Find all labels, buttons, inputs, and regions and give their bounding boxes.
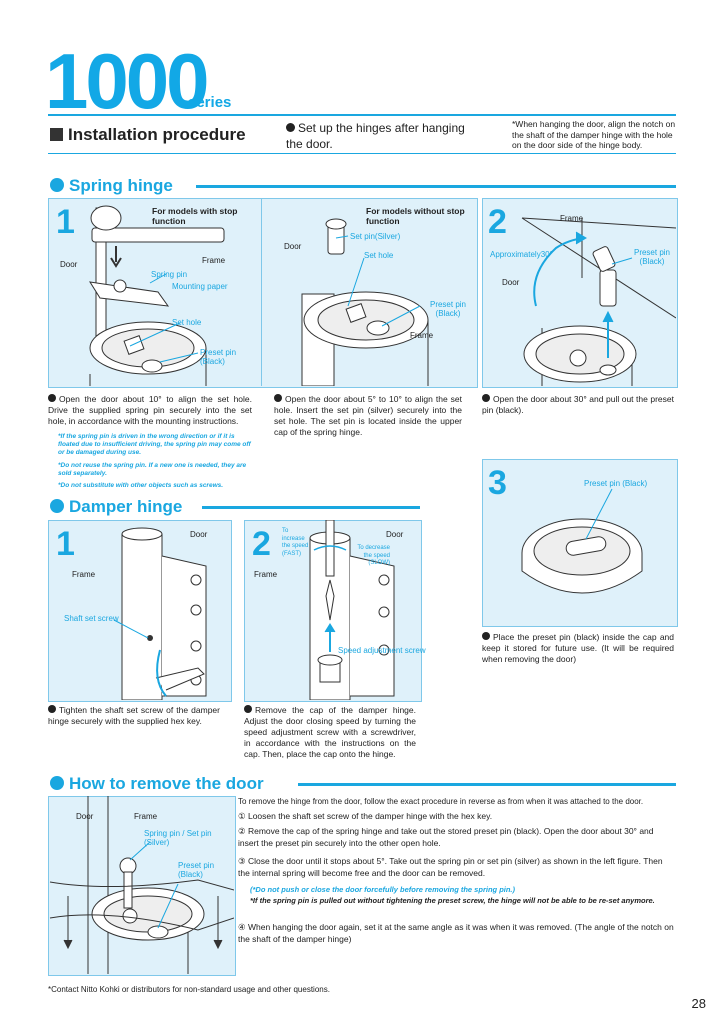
door-label: Door	[284, 242, 302, 251]
cap-illustration	[521, 488, 643, 594]
frame-label: Frame	[202, 256, 226, 265]
spring-step1b-text: Open the door about 5° to 10° to align t…	[274, 394, 462, 437]
preset-pin-label: Preset pin (Black)	[584, 479, 648, 488]
decrease-speed-label: To decrease the speed (SLOW)	[357, 545, 390, 566]
spring-note-2: *Do not reuse the spring pin. If a new o…	[58, 462, 247, 477]
bullet-icon	[48, 705, 56, 713]
increase-speed-label: To increase the speed (FAST)	[282, 528, 309, 557]
bullet-icon	[482, 394, 490, 402]
damper-step1-text: Tighten the shaft set screw of the dampe…	[48, 705, 220, 726]
preset-pin-label: Preset pin (Black)	[633, 248, 671, 266]
door-open-illustration	[521, 217, 676, 386]
bullet-icon	[50, 499, 64, 513]
bullet-icon	[286, 123, 295, 132]
spring-pin-set-pin-label: Spring pin / Set pin (Silver)	[144, 829, 212, 847]
frame-label: Frame	[254, 570, 278, 579]
set-hole-label: Set hole	[364, 251, 394, 260]
footer-contact: *Contact Nitto Kohki or distributors for…	[48, 985, 330, 994]
preset-pin-label: Preset pin (Black)	[200, 348, 237, 366]
spring-step1-text: Open the door about 10° to align the set…	[48, 394, 252, 426]
approx-angle-label: Approximately30°	[490, 250, 553, 259]
frame-label: Frame	[560, 214, 584, 223]
spring-pin-label: Spring pin	[151, 270, 188, 279]
remove-intro: To remove the hinge from the door, follo…	[238, 797, 644, 806]
speed-screw-label: Speed adjustment screw	[338, 646, 426, 655]
model-number: 1000	[45, 37, 210, 125]
header-rule-bottom	[48, 153, 676, 154]
door-label: Door	[386, 530, 404, 539]
frame-label: Frame	[410, 331, 434, 340]
step-number: 3	[488, 464, 507, 502]
door-label: Door	[502, 278, 520, 287]
remove-step-4: ④ When hanging the door again, set it at…	[238, 922, 674, 944]
damper-step2-text: Remove the cap of the damper hinge. Adju…	[244, 705, 416, 759]
divider	[261, 198, 262, 386]
setup-note: Set up the hinges after hanging the door…	[286, 121, 465, 151]
spring-note-3: *Do not substitute with other objects su…	[58, 482, 224, 489]
frame-label: Frame	[134, 812, 158, 821]
step-number: 1	[56, 203, 75, 241]
bullet-icon	[48, 394, 56, 402]
models-with-stop-title: For models with stop function	[152, 206, 238, 226]
remove-step-2: ② Remove the cap of the spring hinge and…	[238, 826, 654, 848]
speed-adjust-illustration	[309, 520, 395, 700]
shaft-set-screw-label: Shaft set screw	[64, 614, 119, 623]
remove-door-heading: How to remove the door	[50, 774, 264, 794]
bullet-icon	[50, 776, 64, 790]
section-line	[196, 185, 676, 188]
spring-step2-text: Open the door about 30° and pull out the…	[482, 394, 674, 415]
section-title: Installation procedure	[50, 125, 246, 145]
spring-step3-text: Place the preset pin (black) inside the …	[482, 632, 674, 664]
page-number: 28	[691, 996, 706, 1011]
remove-warning-2: *If the spring pin is pulled out without…	[250, 896, 655, 905]
section-line	[298, 783, 676, 786]
step-number: 2	[252, 525, 271, 563]
door-label: Door	[60, 260, 78, 269]
door-label: Door	[190, 530, 208, 539]
bullet-icon	[50, 178, 64, 192]
step-number: 1	[56, 525, 75, 563]
bullet-icon	[274, 394, 282, 402]
mounting-paper-label: Mounting paper	[172, 282, 228, 291]
square-icon	[50, 128, 63, 141]
models-without-stop-title: For models without stop function	[366, 206, 465, 226]
top-note: *When hanging the door, align the notch …	[512, 119, 676, 150]
spring-hinge-heading: Spring hinge	[50, 176, 173, 196]
damper-hinge-illustration	[113, 527, 207, 700]
remove-step-1: ① Loosen the shaft set screw of the damp…	[238, 811, 493, 821]
set-pin-label: Set pin(Silver)	[350, 232, 401, 241]
spring-note-1: *If the spring pin is driven in the wron…	[58, 433, 251, 456]
remove-door-illustration	[49, 796, 234, 974]
preset-pin-label: Preset pin (Black)	[178, 861, 215, 879]
bullet-icon	[482, 632, 490, 640]
spring-hinge-illustration	[89, 205, 429, 386]
header-rule	[48, 114, 676, 116]
preset-pin-label: Preset pin (Black)	[429, 300, 467, 318]
door-label: Door	[76, 812, 94, 821]
series-label: series	[188, 94, 232, 111]
section-line	[202, 506, 420, 509]
remove-warning-1: (*Do not push or close the door forceful…	[250, 885, 516, 894]
bullet-icon	[244, 705, 252, 713]
remove-step-3: ③ Close the door until it stops about 5°…	[238, 856, 663, 878]
damper-hinge-heading: Damper hinge	[50, 497, 182, 517]
frame-label: Frame	[72, 570, 96, 579]
set-hole-label: Set hole	[172, 318, 202, 327]
step-number: 2	[488, 203, 507, 241]
